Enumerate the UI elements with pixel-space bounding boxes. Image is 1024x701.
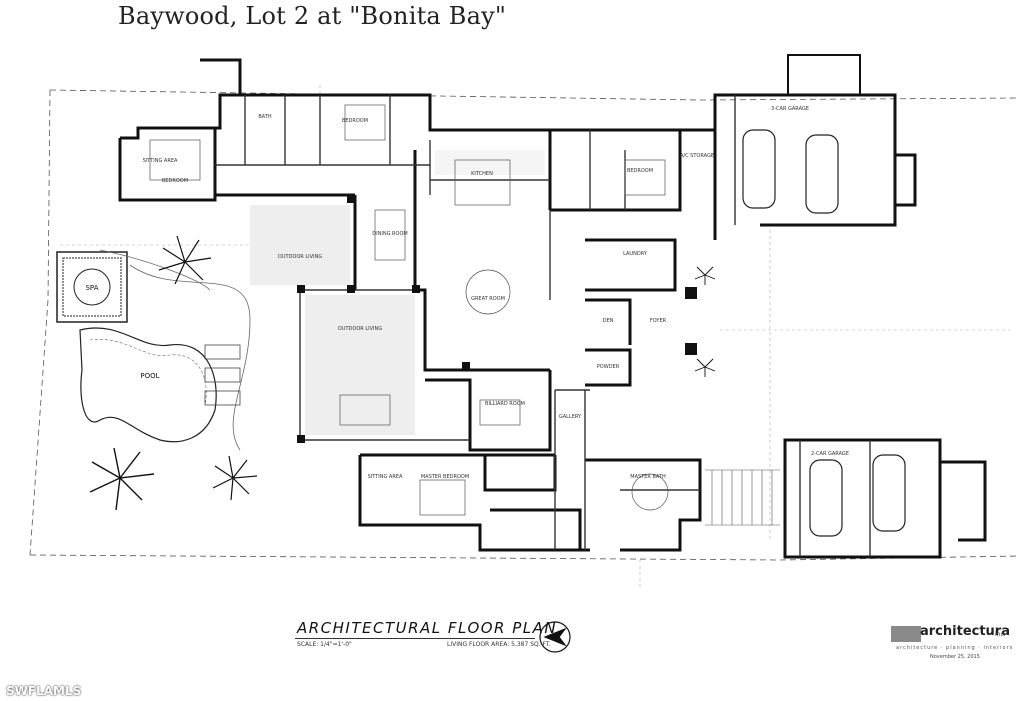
label-pool: POOL: [140, 372, 159, 380]
label-bath: BATH: [258, 114, 272, 120]
label-foyer: FOYER: [650, 318, 667, 324]
pool-deck-curve-2: [99, 249, 211, 291]
north-arrow-icon: [539, 621, 571, 653]
firm-logo-icon: [891, 626, 921, 642]
label-master-bath: MASTER BATH: [630, 474, 666, 480]
plan-scale: SCALE: 1/4"=1'-0": [297, 641, 352, 648]
caption-rule: [295, 638, 535, 639]
label-outdoor-living-2: OUTDOOR LIVING: [338, 326, 382, 332]
label-den: DEN: [603, 318, 614, 324]
label-spa: SPA: [85, 284, 98, 292]
label-laundry: LAUNDRY: [623, 251, 648, 257]
pool-deck-curve: [129, 264, 251, 451]
label-ac-storage: A/C STORAGE: [680, 153, 714, 159]
mls-watermark: SWFLAMLS: [6, 684, 82, 698]
firm-suffix: inc.: [995, 631, 1006, 638]
label-billiard: BILLIARD ROOM: [485, 401, 525, 407]
pool-inner-line: [89, 339, 207, 406]
furniture: [149, 104, 669, 516]
cars: [742, 129, 906, 537]
label-powder: POWDER: [597, 364, 620, 370]
label-master-bedroom: MASTER BEDROOM: [421, 474, 469, 480]
plan-caption: ARCHITECTURAL FLOOR PLAN: [297, 619, 558, 637]
entry-pergola: [705, 469, 780, 526]
label-dining: DINING ROOM: [372, 231, 407, 237]
label-sitting-area-left: SITTING AREA: [143, 158, 178, 164]
living-area: LIVING FLOOR AREA: 5,387 SQ. FT.: [447, 641, 551, 648]
label-outdoor-living: OUTDOOR LIVING: [278, 254, 322, 260]
firm-name: architectura: [920, 624, 1010, 639]
spa: [56, 251, 128, 323]
label-bedroom-guest: BEDROOM: [162, 178, 188, 184]
columns: [297, 195, 697, 443]
house-walls: [118, 54, 987, 559]
plan-date: November 25, 2015: [930, 654, 980, 660]
firm-tagline: architecture · planning · interiors: [896, 645, 1014, 651]
label-kitchen: KITCHEN: [471, 171, 493, 177]
room-labels: SITTING AREA BEDROOM BATH BEDROOM KITCHE…: [85, 106, 848, 480]
lounge-chairs: [204, 344, 241, 406]
label-bedroom-upper: BEDROOM: [342, 118, 368, 124]
label-garage-top: 3-CAR GARAGE: [771, 106, 809, 112]
label-great-room: GREAT ROOM: [471, 296, 505, 302]
pool-outline: [79, 327, 217, 443]
page-title: Baywood, Lot 2 at "Bonita Bay": [118, 2, 507, 30]
label-gallery: GALLERY: [559, 414, 582, 420]
label-garage-bottom: 2-CAR GARAGE: [811, 451, 849, 457]
palm-trees: [89, 235, 716, 511]
shaded-areas: [250, 150, 545, 435]
label-bedroom-right: BEDROOM: [627, 168, 653, 174]
label-sitting-area-master: SITTING AREA: [368, 474, 403, 480]
